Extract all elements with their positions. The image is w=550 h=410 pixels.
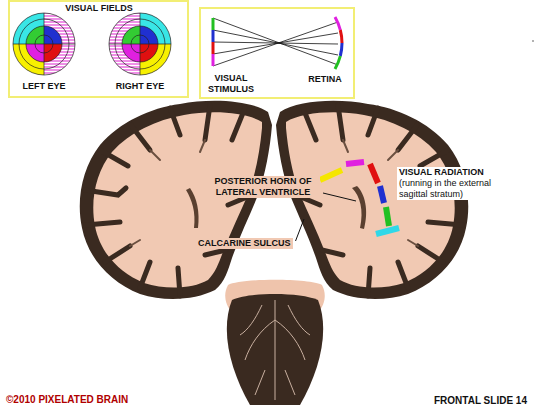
visual-fields-inset: VISUAL FIELDS LEFT EYE RIGHT EYE bbox=[8, 0, 189, 98]
light-rays bbox=[213, 18, 338, 66]
eye-label: LEFT EYE bbox=[16, 81, 72, 92]
speck bbox=[532, 40, 534, 42]
retina-arc bbox=[335, 17, 342, 69]
left-hemisphere bbox=[80, 101, 272, 299]
eye-label: RIGHT EYE bbox=[110, 81, 170, 92]
inset-title: VISUAL FIELDS bbox=[12, 3, 186, 14]
ventricle bbox=[186, 188, 199, 228]
structure-label: CALCARINE SULCUS bbox=[196, 238, 293, 249]
stimulus-label: VISUAL STIMULUS bbox=[202, 73, 260, 95]
retina-label: RETINA bbox=[305, 74, 345, 85]
field-sector bbox=[140, 13, 171, 44]
optics-inset: VISUAL STIMULUS RETINA bbox=[199, 7, 355, 99]
brainstem bbox=[225, 280, 325, 405]
structure-label: VISUAL RADIATION bbox=[397, 167, 519, 178]
field-sector bbox=[13, 13, 44, 44]
slide-number: FRONTAL SLIDE 14 bbox=[434, 395, 527, 406]
field-grid bbox=[13, 13, 171, 75]
visual-field-circles bbox=[13, 13, 171, 75]
field-sector bbox=[140, 44, 171, 75]
copyright-notice: ©2010 PIXELATED BRAIN bbox=[6, 394, 128, 405]
leader-line bbox=[296, 219, 304, 241]
optics-figure bbox=[213, 17, 342, 69]
leader-line bbox=[323, 193, 356, 201]
stimulus-bar bbox=[212, 18, 215, 66]
field-sector bbox=[13, 44, 44, 75]
structure-label: POSTERIOR HORN OF LATERAL VENTRICLE bbox=[206, 176, 320, 198]
radiation-bands bbox=[320, 162, 399, 234]
note-text: (running in the external sagittal stratu… bbox=[397, 178, 519, 200]
ventricle bbox=[352, 186, 366, 229]
